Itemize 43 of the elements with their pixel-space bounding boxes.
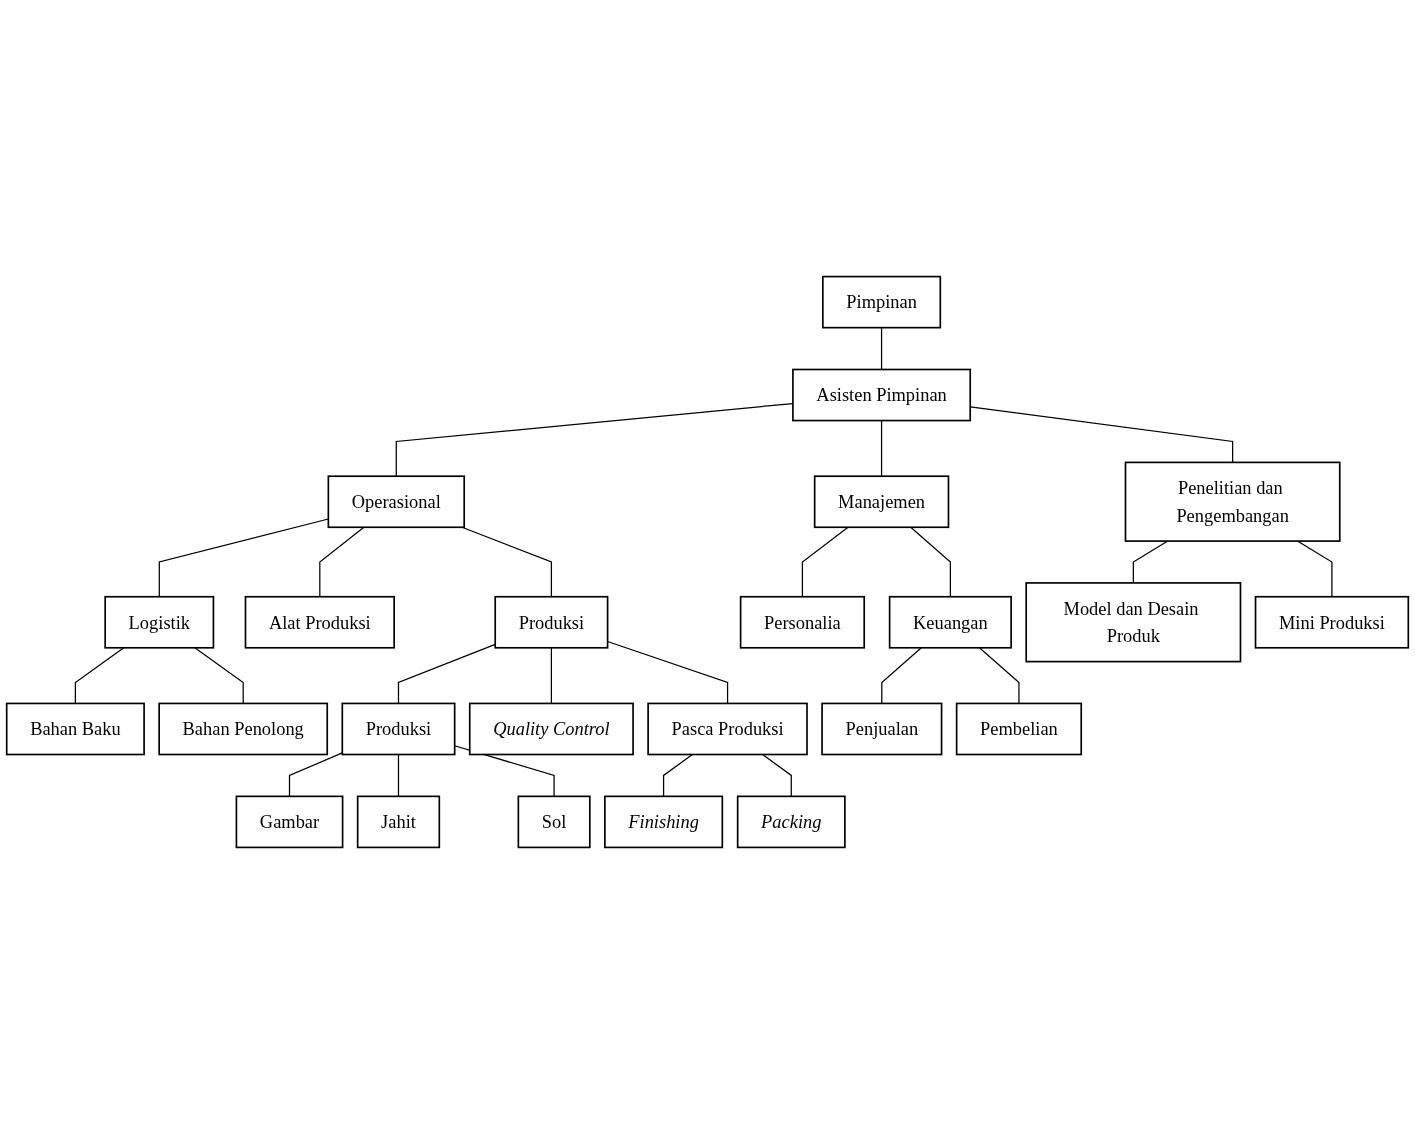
node-box: Packing (736, 795, 846, 849)
connector (74, 647, 125, 705)
node-box: Pasca Produksi (647, 702, 808, 756)
node-box: Penelitian dan Pengembangan (1124, 461, 1341, 542)
connector (397, 753, 400, 797)
node-box: Bahan Baku (5, 702, 145, 756)
node-box: Logistik (104, 595, 215, 649)
node-box: Pembelian (955, 702, 1083, 756)
node-box: Jahit (356, 795, 441, 849)
node-box: Manajemen (813, 475, 950, 529)
node-box: Asisten Pimpinan (792, 368, 972, 422)
node-box: Gambar (235, 795, 344, 849)
connector (454, 745, 555, 797)
node-box: Pimpinan (822, 275, 942, 329)
connector (881, 647, 922, 705)
node-box: Finishing (604, 795, 724, 849)
connector (319, 526, 365, 598)
connector (880, 419, 883, 477)
connector (194, 647, 244, 705)
node-box: Operasional (327, 475, 466, 529)
connector (910, 526, 951, 598)
node-box: Sol (517, 795, 591, 849)
connector (662, 753, 694, 797)
connector (761, 753, 792, 797)
connector (397, 643, 496, 705)
node-box: Keuangan (888, 595, 1012, 649)
connector (978, 647, 1020, 705)
node-box: Model dan Desain Produk (1025, 582, 1242, 663)
connector (158, 518, 329, 598)
node-box: Produksi (341, 702, 456, 756)
node-box: Mini Produksi (1254, 595, 1410, 649)
connector (550, 647, 553, 705)
node-box: Alat Produksi (244, 595, 395, 649)
connector (801, 526, 849, 598)
connector (1132, 540, 1169, 584)
node-box: Penjualan (821, 702, 943, 756)
connector (288, 752, 343, 797)
node-box: Produksi (494, 595, 609, 649)
node-box: Personalia (739, 595, 866, 649)
connector (461, 526, 553, 598)
node-box: Quality Control (468, 702, 634, 756)
connector (880, 327, 883, 371)
node-box: Bahan Penolong (158, 702, 329, 756)
